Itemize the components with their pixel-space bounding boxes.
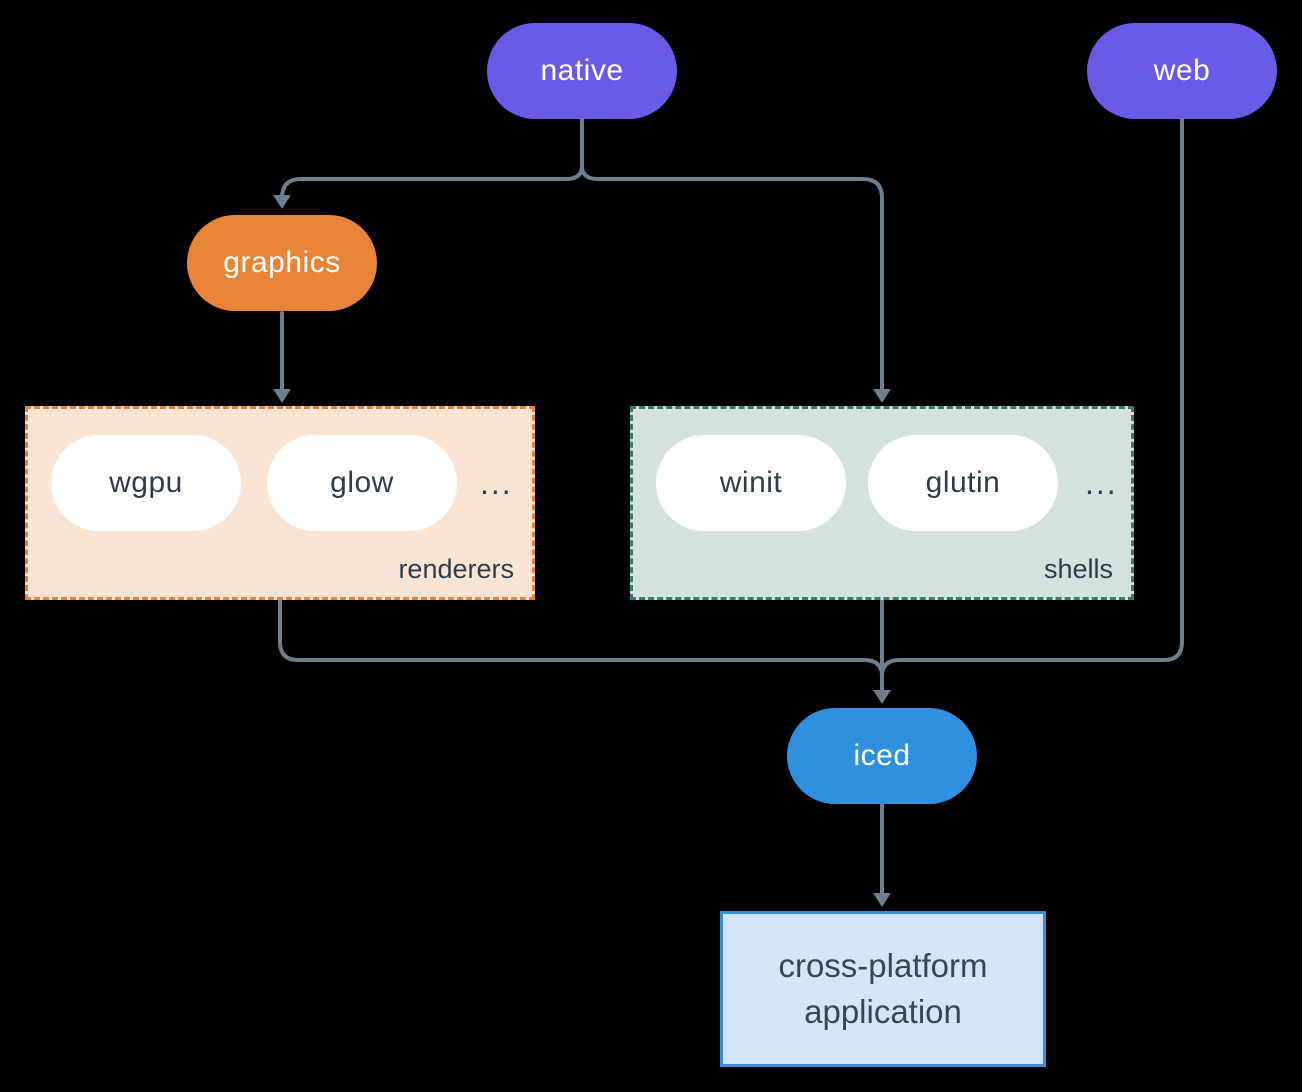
edge-native-shells [580, 117, 884, 391]
arrow-down-icon [873, 690, 891, 704]
node-web: web [1087, 23, 1277, 119]
node-web-label: web [1153, 54, 1211, 87]
node-glutin: glutin [868, 435, 1058, 531]
arrow-down-icon [273, 195, 291, 209]
renderers-ellipsis: ... [480, 464, 513, 501]
edge-web-iced [880, 117, 1184, 678]
arrow-down-icon [873, 893, 891, 907]
group-shells-label: shells [1043, 554, 1113, 584]
node-winit-label: winit [719, 466, 783, 499]
node-native: native [487, 23, 677, 119]
arrow-down-icon [273, 389, 291, 403]
node-cross-platform-application-label: cross-platform application [778, 946, 988, 1030]
arrow-down-icon [873, 389, 891, 403]
group-renderers: wgpu glow ... renderers [25, 406, 535, 600]
node-native-label: native [540, 54, 624, 87]
node-glutin-label: glutin [925, 466, 1001, 499]
group-shells: winit glutin ... shells [630, 406, 1134, 600]
node-graphics: graphics [187, 215, 377, 311]
node-iced-label: iced [853, 739, 911, 772]
group-renderers-label: renderers [398, 554, 514, 584]
node-wgpu: wgpu [51, 435, 241, 531]
node-winit: winit [656, 435, 846, 531]
edge-renderers-iced [278, 599, 884, 678]
node-iced: iced [787, 708, 977, 804]
node-wgpu-label: wgpu [109, 466, 183, 499]
node-glow-label: glow [330, 466, 394, 499]
node-glow: glow [267, 435, 457, 531]
node-graphics-label: graphics [223, 246, 341, 279]
node-cross-platform-application: cross-platform application [720, 911, 1046, 1067]
edge-native-graphics [280, 117, 584, 200]
shells-ellipsis: ... [1085, 464, 1118, 501]
